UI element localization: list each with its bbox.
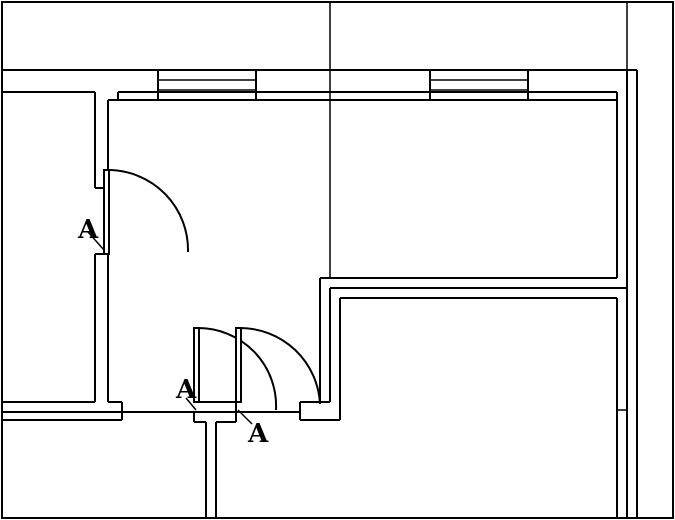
window-left	[157, 69, 257, 101]
door-left-wall	[103, 169, 190, 255]
window-right	[429, 69, 529, 101]
lower-right-room	[299, 277, 627, 421]
marker-leader-1	[87, 231, 105, 251]
door-marker-label: A	[175, 375, 197, 405]
right-wall	[616, 70, 638, 518]
door-marker-label: A	[77, 215, 99, 245]
lower-corridor-walls	[193, 401, 237, 518]
upper-wall	[2, 69, 637, 101]
lower-left-wall	[2, 401, 123, 421]
marker-leader-2	[185, 397, 197, 411]
door-lower-right	[235, 326, 321, 405]
marker-leader-3	[237, 409, 253, 425]
door-lower-left	[193, 326, 278, 411]
door-marker-label: A	[247, 419, 269, 449]
